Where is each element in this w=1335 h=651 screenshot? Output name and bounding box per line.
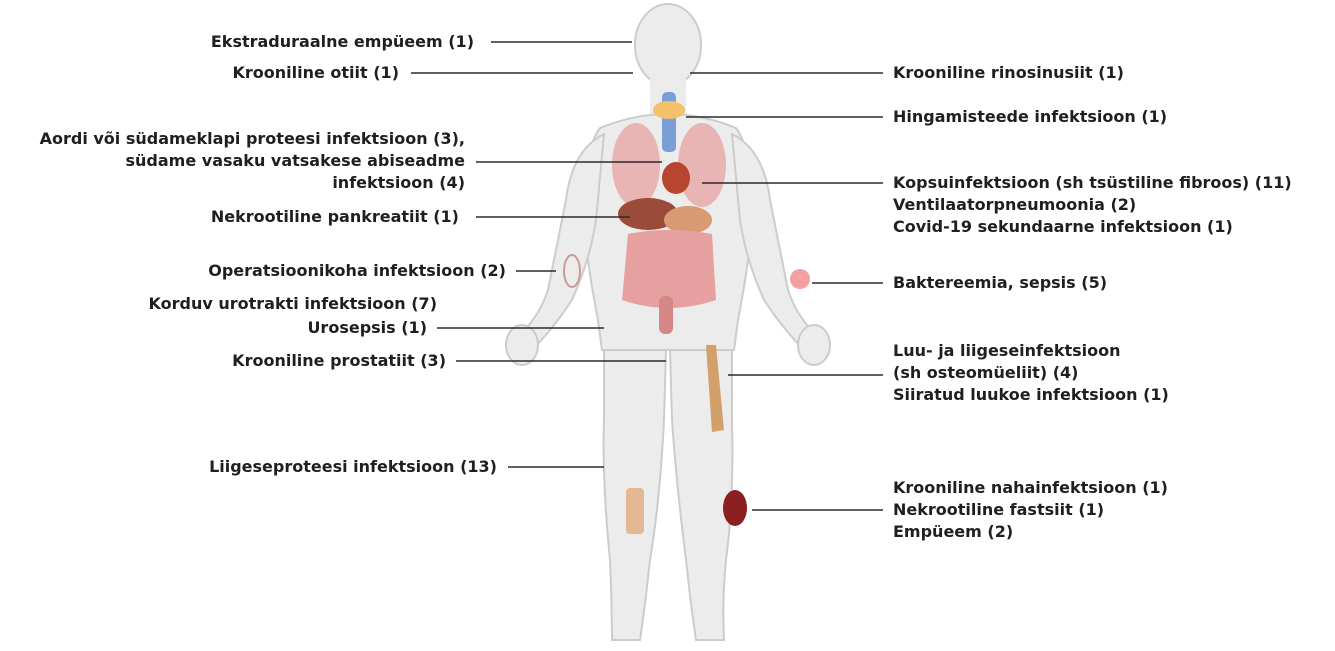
label-surgical-site: Operatsioonikoha infektsioon (2) <box>208 260 506 282</box>
bacteremia-spot <box>790 269 810 289</box>
knee-prosthesis <box>626 488 644 534</box>
label-skin-line-3: Empüeem (2) <box>893 521 1168 543</box>
label-prostatitis: Krooniline prostatiit (3) <box>232 350 446 372</box>
label-lung-line-3: Covid-19 sekundaarne infektsioon (1) <box>893 216 1292 238</box>
label-bone-line-1: Luu- ja liigeseinfektsioon <box>893 340 1169 362</box>
intestines <box>622 230 716 308</box>
label-bone-joint: Luu- ja liigeseinfektsioon (sh osteomüel… <box>893 340 1169 406</box>
label-epidural-empyema: Ekstraduraalne empüeem (1) <box>211 31 474 53</box>
stomach <box>664 206 712 234</box>
left-arm <box>510 134 604 358</box>
label-aortic-valve: Aordi või südameklapi proteesi infektsio… <box>40 128 465 194</box>
label-aortic-line-3: infektsioon (4) <box>40 172 465 194</box>
label-pancreatitis: Nekrootiline pankreatiit (1) <box>211 206 459 228</box>
left-lung <box>612 123 660 207</box>
label-aortic-line-2: südame vasaku vatsakese abiseadme <box>40 150 465 172</box>
left-hand <box>506 325 538 365</box>
right-leg <box>670 350 732 640</box>
label-uti: Korduv urotrakti infektsioon (7) <box>149 293 437 315</box>
label-bone-line-2: (sh osteomüeliit) (4) <box>893 362 1169 384</box>
label-urosepsis: Urosepsis (1) <box>307 317 427 339</box>
label-lung-line-2: Ventilaatorpneumoonia (2) <box>893 194 1292 216</box>
label-chronic-otitis: Krooniline otiit (1) <box>232 62 399 84</box>
label-lung: Kopsuinfektsioon (sh tsüstiline fibroos)… <box>893 172 1292 238</box>
right-hand <box>798 325 830 365</box>
rectum <box>659 296 673 334</box>
label-bacteremia: Baktereemia, sepsis (5) <box>893 272 1107 294</box>
label-rhinosinusitis: Krooniline rinosinusiit (1) <box>893 62 1124 84</box>
label-prosthetic-joint: Liigeseproteesi infektsioon (13) <box>209 456 497 478</box>
label-skin-line-2: Nekrootiline fastsiit (1) <box>893 499 1168 521</box>
label-lung-line-1: Kopsuinfektsioon (sh tsüstiline fibroos)… <box>893 172 1292 194</box>
label-skin: Krooniline nahainfektsioon (1) Nekrootil… <box>893 477 1168 543</box>
heart <box>662 162 690 194</box>
label-skin-line-1: Krooniline nahainfektsioon (1) <box>893 477 1168 499</box>
thyroid <box>653 101 685 119</box>
skin-lesion <box>723 490 747 526</box>
right-lung <box>678 123 726 207</box>
label-respiratory: Hingamisteede infektsioon (1) <box>893 106 1167 128</box>
label-bone-line-3: Siiratud luukoe infektsioon (1) <box>893 384 1169 406</box>
label-aortic-line-1: Aordi või südameklapi proteesi infektsio… <box>40 128 465 150</box>
